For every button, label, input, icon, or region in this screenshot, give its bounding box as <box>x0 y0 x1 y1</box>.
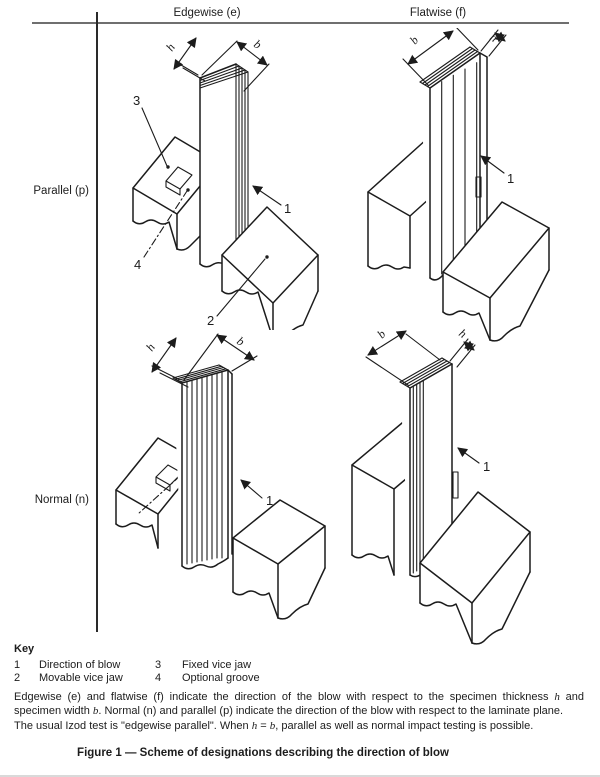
key-label-direction-of-blow: Direction of blow <box>39 659 121 671</box>
note-designations: Edgewise (e) and flatwise (f) indicate t… <box>14 691 584 717</box>
dim-h-label: h <box>143 341 158 354</box>
dim-h-label: h <box>456 326 469 341</box>
row-divider-rule <box>96 12 98 632</box>
drawing-flatwise-normal: 1 b h <box>351 326 531 645</box>
callout-movable-jaw: 2 <box>207 255 269 328</box>
callout-1-label: 1 <box>284 201 291 216</box>
callout-1-label: 1 <box>266 493 273 508</box>
jaw-clamp-tab <box>475 176 482 198</box>
callout-fixed-jaw: 3 <box>133 93 170 169</box>
key-label-movable-vice-jaw: Movable vice jaw <box>39 672 123 684</box>
movable-vice-jaw <box>419 491 531 645</box>
key-label-optional-groove: Optional groove <box>182 672 260 684</box>
column-header-flatwise: Flatwise (f) <box>409 7 467 19</box>
movable-vice-jaw <box>221 206 319 330</box>
direction-of-blow-arrow: 1 <box>240 479 273 508</box>
drawing-edgewise-normal: 1 h b <box>115 333 326 622</box>
key-row: 1 Direction of blow 3 Fixed vice jaw <box>14 659 434 672</box>
key-num-4: 4 <box>155 672 162 684</box>
callout-2-label: 2 <box>207 313 214 328</box>
optional-groove <box>165 166 193 196</box>
callout-3-label: 3 <box>133 93 140 108</box>
movable-vice-jaw <box>232 499 326 622</box>
direction-of-blow-arrow: 1 <box>480 155 514 186</box>
dim-h-label: h <box>163 41 178 54</box>
header-rule <box>32 22 569 24</box>
row-header-normal: Normal (n) <box>34 494 89 506</box>
figure-caption: Figure 1 — Scheme of designations descri… <box>77 747 449 759</box>
callout-1-label: 1 <box>483 459 490 474</box>
specimen-bar <box>399 357 459 578</box>
direction-of-blow-arrow: 1 <box>252 185 291 216</box>
dim-h-label: h <box>487 30 500 45</box>
jaw-clamp-tab <box>452 471 459 499</box>
specimen-bar <box>172 364 233 570</box>
dimension-h: h <box>480 29 507 57</box>
key-label-fixed-vice-jaw: Fixed vice jaw <box>182 659 252 671</box>
dim-b-label: b <box>234 334 247 349</box>
movable-vice-jaw <box>442 201 550 343</box>
key-section: Key 1 Direction of blow 3 Fixed vice jaw… <box>14 643 434 685</box>
dim-b-label: b <box>251 37 264 52</box>
row-header-parallel: Parallel (p) <box>33 185 89 197</box>
key-row: 2 Movable vice jaw 4 Optional groove <box>14 672 434 685</box>
key-num-2: 2 <box>14 672 21 684</box>
key-num-1: 1 <box>14 659 21 671</box>
drawing-flatwise-parallel: 1 b h <box>367 28 550 343</box>
column-header-edgewise: Edgewise (e) <box>173 7 241 19</box>
dimension-h: h <box>163 37 206 82</box>
dimension-h: h <box>449 326 476 368</box>
dim-b-label: b <box>374 327 388 341</box>
drawing-edgewise-parallel: 3 4 2 1 h b <box>132 37 319 330</box>
callout-4-label: 4 <box>134 257 141 272</box>
note-izod-test: The usual Izod test is "edgewise paralle… <box>14 720 534 732</box>
dim-b-label: b <box>407 33 421 47</box>
callout-1-label: 1 <box>507 171 514 186</box>
direction-of-blow-arrow: 1 <box>457 447 490 474</box>
key-num-3: 3 <box>155 659 162 671</box>
key-title: Key <box>14 643 35 655</box>
callout-groove: 4 <box>134 188 190 272</box>
